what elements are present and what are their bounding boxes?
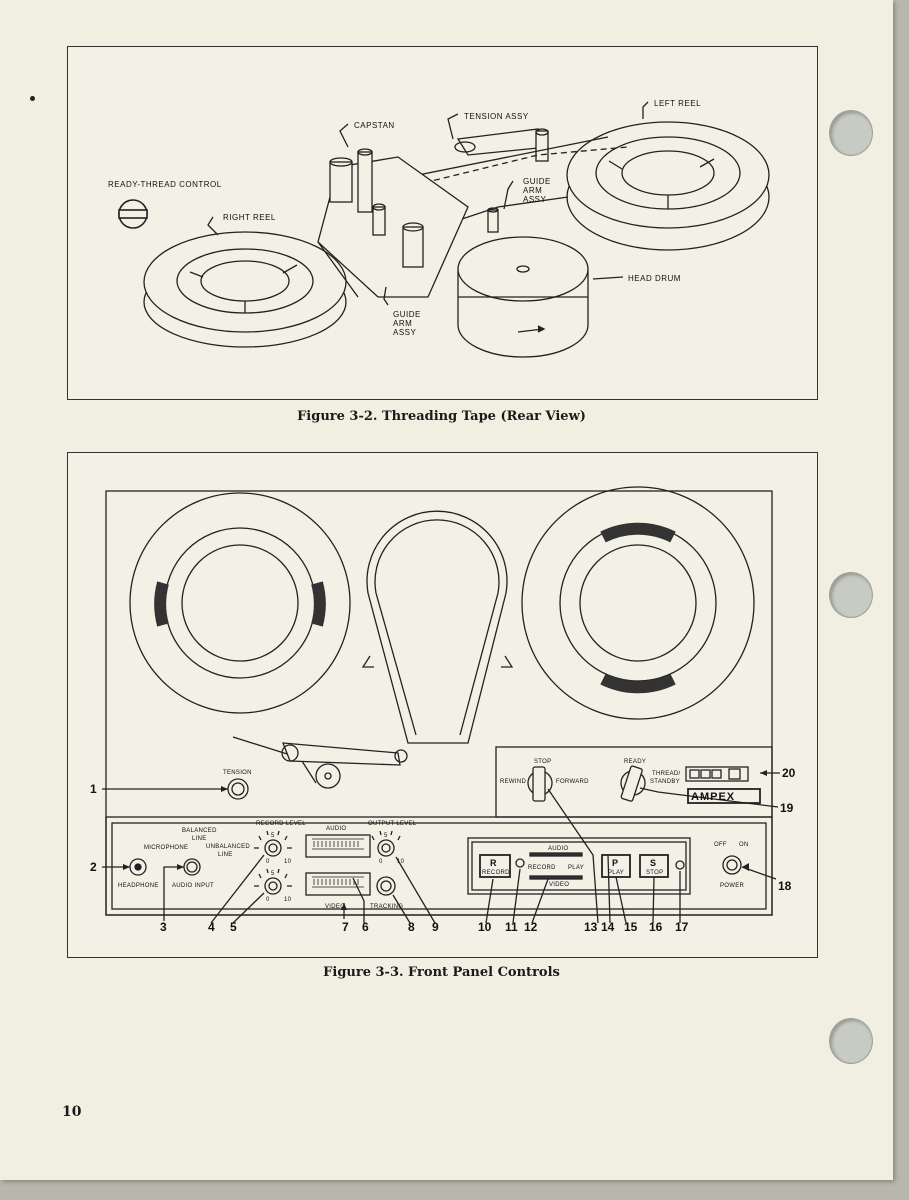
label-guide-arm-bottom: ARM [393, 319, 412, 328]
label-unbalanced-line: UNBALANCED [206, 844, 250, 850]
takeup-reel [521, 486, 755, 720]
callout-2: 2 [90, 860, 97, 874]
record-button-letter[interactable]: R [490, 858, 497, 868]
label-play: PLAY [568, 865, 584, 871]
stop-button-word[interactable]: STOP [646, 870, 663, 876]
label-ready: READY [624, 759, 646, 765]
callout-11: 11 [505, 920, 518, 934]
callout-12: 12 [524, 920, 538, 934]
label-forward: FORWARD [556, 779, 589, 785]
ampex-logo: AMPEX [691, 791, 735, 803]
callout-17: 17 [675, 920, 689, 934]
callout-14: 14 [601, 920, 615, 934]
knob-scale-min: 0 [266, 859, 270, 865]
head-cover [361, 510, 514, 744]
record-button-word[interactable]: RECORD [482, 870, 510, 876]
label-guide-arm-bottom: GUIDE [393, 310, 421, 319]
knob-scale-min: 0 [379, 859, 383, 865]
label-ready-thread-control: READY-THREAD CONTROL [108, 180, 222, 189]
tension-arm [232, 736, 408, 789]
label-unbalanced-line: LINE [218, 852, 233, 858]
callout-13: 13 [584, 920, 598, 934]
knob-scale-mid: 5 [271, 871, 275, 877]
label-record: RECORD [528, 865, 556, 871]
label-output-level: OUTPUT LEVEL [368, 821, 417, 827]
label-off: OFF [714, 842, 727, 848]
label-headphone: HEADPHONE [118, 883, 159, 889]
callout-1: 1 [90, 782, 97, 796]
label-thread-standby: STANDBY [650, 779, 680, 785]
callout-7: 7 [342, 920, 349, 934]
label-rewind: REWIND [500, 779, 526, 785]
manual-page: LEFT REEL TENSION ASSY CAPSTAN READY-THR… [0, 0, 893, 1180]
label-balanced-line: BALANCED [182, 828, 217, 834]
figure-3-3-caption: Figure 3-3. Front Panel Controls [323, 965, 560, 980]
label-on: ON [739, 842, 749, 848]
stop-button-letter[interactable]: S [650, 858, 656, 868]
label-audio-input: AUDIO INPUT [172, 883, 214, 889]
label-audio-meter: AUDIO [326, 826, 347, 832]
threading-diagram: LEFT REEL TENSION ASSY CAPSTAN READY-THR… [108, 99, 770, 358]
callout-10: 10 [478, 920, 492, 934]
callout-15: 15 [624, 920, 638, 934]
label-tension: TENSION [223, 770, 252, 776]
callout-5: 5 [230, 920, 237, 934]
binder-hole [829, 1018, 873, 1064]
figure-3-2-caption: Figure 3-2. Threading Tape (Rear View) [297, 409, 586, 424]
callout-9: 9 [432, 920, 439, 934]
knob-scale-max: 10 [284, 897, 292, 903]
label-tension-assy: TENSION ASSY [464, 112, 529, 121]
knob-scale-mid: 5 [384, 833, 388, 839]
callout-20: 20 [782, 766, 796, 780]
callout-18: 18 [778, 879, 792, 893]
play-button-word[interactable]: PLAY [608, 870, 624, 876]
label-guide-arm-bottom: ASSY [393, 328, 417, 337]
callout-8: 8 [408, 920, 415, 934]
label-guide-arm-top: ARM [523, 186, 542, 195]
label-capstan: CAPSTAN [354, 121, 395, 130]
label-power: POWER [720, 883, 745, 889]
play-button-letter[interactable]: P [612, 858, 618, 868]
label-video-bar: VIDEO [549, 882, 569, 888]
callout-6: 6 [362, 920, 369, 934]
label-record-level: RECORD LEVEL [256, 821, 306, 827]
callout-19: 19 [780, 801, 794, 815]
knob-scale-min: 0 [266, 897, 270, 903]
label-microphone: MICROPHONE [144, 845, 188, 851]
knob-scale-max: 10 [284, 859, 292, 865]
front-panel-diagram: TENSION BALANCED LINE MICROPHONE UNBALAN… [90, 486, 796, 934]
supply-reel [129, 492, 351, 714]
label-right-reel: RIGHT REEL [223, 213, 276, 222]
capstan [329, 148, 373, 213]
label-balanced-line: LINE [192, 836, 207, 842]
tension-assy [454, 128, 550, 162]
binder-hole [829, 572, 873, 618]
figure-3-2-frame: LEFT REEL TENSION ASSY CAPSTAN READY-THR… [67, 46, 818, 400]
right-reel [143, 231, 347, 348]
label-stop: STOP [534, 759, 551, 765]
label-left-reel: LEFT REEL [654, 99, 701, 108]
ready-thread-control-icon [118, 199, 148, 229]
ink-dot [30, 96, 35, 101]
ready-thread-lever [620, 765, 646, 802]
binder-hole [829, 110, 873, 156]
label-guide-arm-top: GUIDE [523, 177, 551, 186]
figure-3-3-frame: TENSION BALANCED LINE MICROPHONE UNBALAN… [67, 452, 818, 958]
label-thread-standby: THREAD/ [652, 771, 680, 777]
callout-4: 4 [208, 920, 215, 934]
knob-scale-max: 10 [397, 859, 405, 865]
label-head-drum: HEAD DRUM [628, 274, 681, 283]
head-drum [457, 236, 589, 358]
callout-3: 3 [160, 920, 167, 934]
label-guide-arm-top: ASSY [523, 195, 547, 204]
stop-rewind-forward-lever [527, 766, 553, 802]
label-audio-bar: AUDIO [548, 846, 569, 852]
callout-16: 16 [649, 920, 663, 934]
label-tracking: TRACKING [370, 904, 403, 910]
label-video-meter: VIDEO [325, 904, 345, 910]
left-reel [566, 121, 770, 251]
knob-scale-mid: 5 [271, 833, 275, 839]
page-number: 10 [62, 1104, 82, 1120]
